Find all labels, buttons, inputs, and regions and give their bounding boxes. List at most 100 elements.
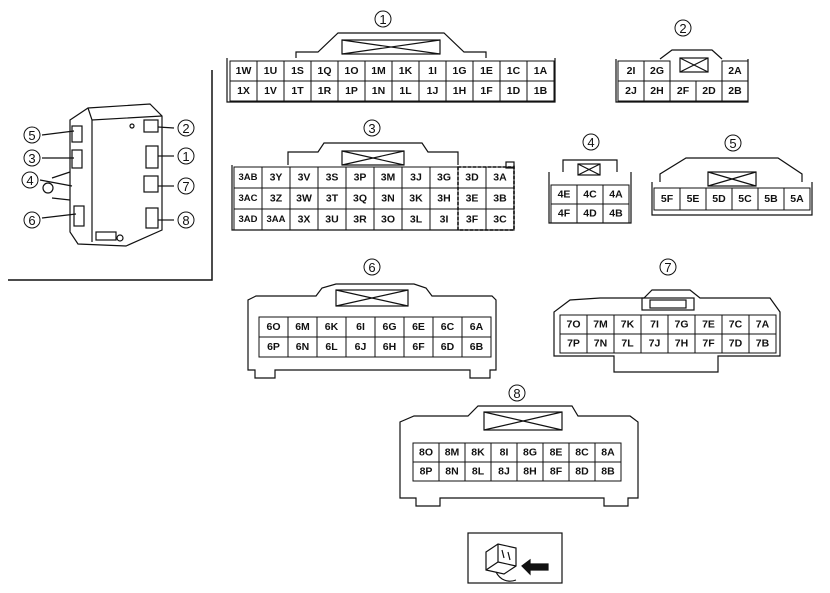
pin-label: 6D	[441, 341, 455, 353]
pin-label: 2G	[650, 65, 664, 77]
pin-label: 8A	[601, 447, 615, 459]
pin-label: 3AA	[266, 214, 285, 225]
pin-label: 3AD	[238, 214, 257, 225]
pin-label: 6L	[325, 341, 338, 353]
connector-label-8: 8	[508, 384, 526, 402]
pin-label: 3F	[466, 214, 479, 226]
pin-label: 8O	[419, 447, 433, 459]
pin-label: 6J	[355, 341, 367, 353]
pin-label: 6G	[382, 321, 396, 333]
connector-label-4: 4	[582, 133, 600, 151]
pin-label: 7O	[566, 319, 580, 331]
pin-label: 8N	[445, 466, 458, 478]
view-direction-icon	[467, 532, 563, 584]
pin-label: 2J	[625, 85, 637, 97]
pin-label: 8M	[445, 447, 460, 459]
pin-label: 7H	[675, 338, 688, 350]
pin-label: 3W	[296, 193, 312, 205]
pin-cell	[748, 333, 777, 354]
pin-label: 8K	[471, 447, 485, 459]
pin-label: 7K	[621, 319, 635, 331]
module-callout-4: 4	[21, 171, 39, 189]
pin-label: 8F	[550, 466, 563, 478]
pin-label: 3AC	[238, 193, 257, 204]
callout-number: 8	[182, 213, 189, 228]
pin-label: 7D	[729, 338, 743, 350]
pin-label: 7G	[674, 319, 688, 331]
pin-label: 1I	[428, 65, 437, 77]
pin-label: 3T	[326, 193, 339, 205]
pin-label: 1X	[237, 85, 250, 97]
pin-label: 1U	[264, 65, 277, 77]
pin-label: 6E	[412, 321, 425, 333]
callout-number: 6	[28, 213, 35, 228]
pin-label: 4F	[558, 208, 571, 220]
pin-label: 4D	[583, 208, 597, 220]
pin-label: 3R	[353, 214, 367, 226]
pin-label: 1R	[318, 85, 332, 97]
pin-label: 6M	[295, 321, 310, 333]
module-illustration	[8, 70, 213, 281]
callout-number: 7	[182, 179, 189, 194]
pin-label: 4E	[558, 189, 571, 201]
connector-label-6: 6	[363, 258, 381, 276]
pin-label: 1P	[345, 85, 358, 97]
pin-label: 6A	[470, 321, 484, 333]
pin-label: 6O	[266, 321, 280, 333]
pin-cell	[461, 336, 492, 358]
pin-label: 3M	[381, 172, 396, 184]
pin-label: 7P	[567, 338, 580, 350]
pin-label: 3C	[493, 214, 507, 226]
pin-label: 3H	[437, 193, 450, 205]
pin-label: 1W	[236, 65, 252, 77]
pin-label: 7E	[702, 319, 715, 331]
connector-number: 5	[729, 136, 736, 151]
pin-label: 3Y	[270, 172, 283, 184]
pin-label: 7M	[593, 319, 608, 331]
pin-label: 3K	[409, 193, 423, 205]
pin-label: 5A	[790, 193, 804, 205]
pin-label: 8D	[575, 466, 589, 478]
pin-label: 1S	[291, 65, 304, 77]
pin-label: 3G	[437, 172, 451, 184]
connector-number: 4	[587, 135, 594, 150]
pin-label: 3E	[466, 193, 479, 205]
pin-label: 5B	[764, 193, 778, 205]
pin-label: 3I	[440, 214, 449, 226]
pin-label: 2F	[677, 85, 690, 97]
pin-cell	[721, 80, 749, 102]
pin-label: 7J	[649, 338, 661, 350]
pin-label: 6B	[470, 341, 484, 353]
pin-label: 3B	[493, 193, 507, 205]
pin-label: 1F	[480, 85, 493, 97]
pin-label: 5F	[661, 193, 674, 205]
pin-cell	[594, 461, 622, 482]
pin-label: 7L	[621, 338, 634, 350]
pin-label: 8G	[523, 447, 537, 459]
callout-number: 1	[182, 149, 189, 164]
module-callout-6: 6	[23, 211, 41, 229]
pin-label: 1D	[507, 85, 521, 97]
connector-number: 6	[368, 260, 375, 275]
connector-number: 8	[513, 386, 520, 401]
connector-housings	[226, 32, 813, 507]
pin-label: 1L	[399, 85, 412, 97]
pin-label: 3AB	[238, 172, 257, 183]
pin-label: 1T	[291, 85, 304, 97]
pin-label: 2A	[728, 65, 742, 77]
pin-label: 8H	[523, 466, 536, 478]
pin-label: 6K	[325, 321, 339, 333]
connector-label-1: 1	[374, 10, 392, 28]
pin-label: 1V	[264, 85, 277, 97]
module-callout-7: 7	[177, 177, 195, 195]
pin-label: 4A	[609, 189, 623, 201]
pin-label: 3Q	[353, 193, 367, 205]
pin-label: 1H	[453, 85, 466, 97]
callout-number: 5	[28, 128, 35, 143]
pin-label: 7F	[702, 338, 715, 350]
pin-label: 3P	[354, 172, 367, 184]
